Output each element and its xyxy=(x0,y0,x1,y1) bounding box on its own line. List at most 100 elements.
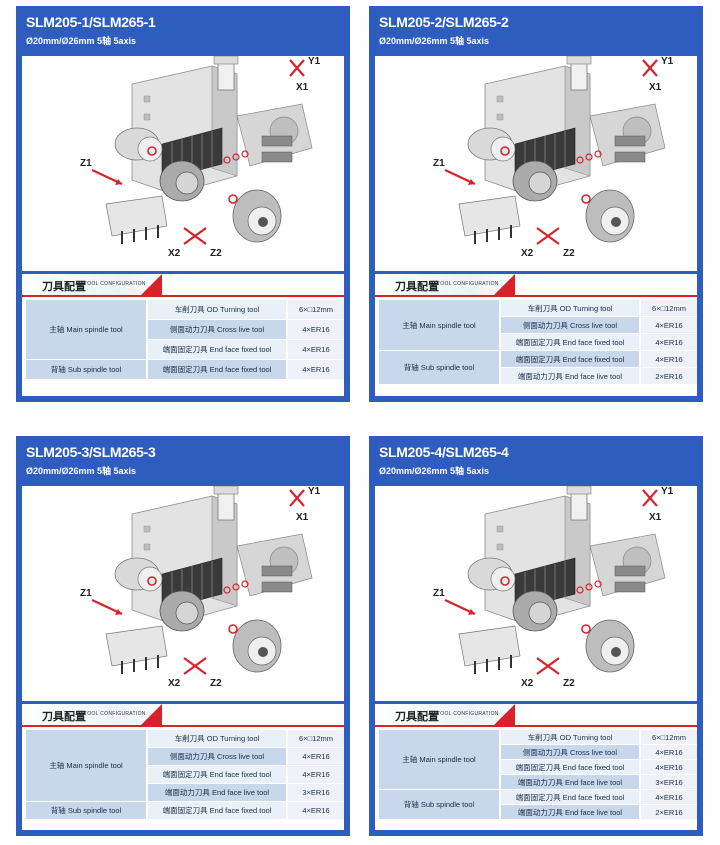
z1-axis-label: Z1 xyxy=(80,158,92,169)
y1-axis-label: Y1 xyxy=(661,486,674,497)
tool-name-cell: 车削刀具 OD Turning tool xyxy=(501,300,639,316)
y1-axis-label: Y1 xyxy=(308,56,321,67)
config-header-cn: 刀具配置 xyxy=(42,711,86,723)
tool-spec-cell: 4×ER16 xyxy=(288,802,344,819)
tool-name-cell: 端面固定刀具 End face fixed tool xyxy=(148,766,286,783)
config-header-en: TOOL CONFIGURATION xyxy=(84,711,146,717)
card-subtitle: Ø20mm/Ø26mm 5轴 5axis xyxy=(26,36,137,46)
card-title: SLM205-2/SLM265-2 xyxy=(379,14,509,30)
x2-axis-label: X2 xyxy=(168,248,181,259)
tool-name-cell: 车削刀具 OD Turning tool xyxy=(501,730,639,744)
tool-name-cell: 端面动力刀具 End face live tool xyxy=(148,784,286,801)
tool-spec-cell: 4×ER16 xyxy=(288,320,344,339)
config-header-cn: 刀具配置 xyxy=(395,711,439,723)
machine-illustration: Y1 X1 Z1 X2 Z2 xyxy=(375,486,697,701)
tool-spec-cell: 4×ER16 xyxy=(641,317,697,333)
tool-spec-cell: 3×ER16 xyxy=(641,775,697,789)
tool-name-cell: 端面固定刀具 End face fixed tool xyxy=(501,334,639,350)
config-header-cn: 刀具配置 xyxy=(42,281,86,293)
z1-axis-label: Z1 xyxy=(80,588,92,599)
tool-name-cell: 车削刀具 OD Turning tool xyxy=(148,300,286,319)
main-spindle-group: 主轴 Main spindle tool xyxy=(379,300,499,350)
config-header-rule xyxy=(375,725,697,727)
x2-axis-label: X2 xyxy=(521,248,534,259)
x1-axis-label: X1 xyxy=(296,512,309,523)
machine-illustration: Y1 X1 Z1 X2 Z2 xyxy=(22,486,344,701)
config-header-rule xyxy=(375,295,697,297)
z2-axis-label: Z2 xyxy=(210,248,222,259)
tool-spec-cell: 4×ER16 xyxy=(288,748,344,765)
config-header-accent xyxy=(493,274,515,296)
tool-name-cell: 端面固定刀具 End face fixed tool xyxy=(148,802,286,819)
sub-spindle-group: 背轴 Sub spindle tool xyxy=(379,790,499,819)
card-title: SLM205-4/SLM265-4 xyxy=(379,444,509,460)
tool-name-cell: 端面固定刀具 End face fixed tool xyxy=(501,760,639,774)
card-title: SLM205-1/SLM265-1 xyxy=(26,14,156,30)
main-spindle-group: 主轴 Main spindle tool xyxy=(379,730,499,789)
sub-spindle-group: 背轴 Sub spindle tool xyxy=(26,360,146,379)
tool-spec-cell: 4×ER16 xyxy=(641,334,697,350)
tool-spec-cell: 6×□12mm xyxy=(288,730,344,747)
tool-spec-cell: 4×ER16 xyxy=(641,351,697,367)
config-header-accent xyxy=(140,704,162,726)
z1-axis-label: Z1 xyxy=(433,588,445,599)
tool-spec-cell: 4×ER16 xyxy=(641,760,697,774)
z2-axis-label: Z2 xyxy=(563,678,575,689)
tool-spec-cell: 6×□12mm xyxy=(641,300,697,316)
card-title: SLM205-3/SLM265-3 xyxy=(26,444,156,460)
x1-axis-label: X1 xyxy=(296,82,309,93)
tool-name-cell: 端面固定刀具 End face fixed tool xyxy=(148,360,286,379)
x1-axis-label: X1 xyxy=(649,82,662,93)
tool-name-cell: 端面固定刀具 End face fixed tool xyxy=(501,351,639,367)
tool-name-cell: 侧面动力刀具 Cross live tool xyxy=(148,320,286,339)
sub-spindle-group: 背轴 Sub spindle tool xyxy=(26,802,146,819)
tool-name-cell: 端面固定刀具 End face fixed tool xyxy=(501,790,639,804)
x2-axis-label: X2 xyxy=(521,678,534,689)
sub-spindle-group: 背轴 Sub spindle tool xyxy=(379,351,499,384)
tool-spec-cell: 3×ER16 xyxy=(288,784,344,801)
tool-name-cell: 端面动力刀具 End face live tool xyxy=(501,775,639,789)
z2-axis-label: Z2 xyxy=(563,248,575,259)
main-spindle-group: 主轴 Main spindle tool xyxy=(26,300,146,359)
tool-spec-cell: 2×ER16 xyxy=(641,805,697,819)
config-header-rule xyxy=(22,725,344,727)
config-header-accent xyxy=(140,274,162,296)
y1-axis-label: Y1 xyxy=(661,56,674,67)
z1-axis-label: Z1 xyxy=(433,158,445,169)
card-subtitle: Ø20mm/Ø26mm 5轴 5axis xyxy=(26,466,137,476)
tool-spec-cell: 6×□12mm xyxy=(288,300,344,319)
tool-name-cell: 端面固定刀具 End face fixed tool xyxy=(148,340,286,359)
tool-name-cell: 侧面动力刀具 Cross live tool xyxy=(501,745,639,759)
tool-name-cell: 侧面动力刀具 Cross live tool xyxy=(501,317,639,333)
tool-name-cell: 端面动力刀具 End face live tool xyxy=(501,805,639,819)
x2-axis-label: X2 xyxy=(168,678,181,689)
machine-illustration: Y1 X1 Z1 X2 Z2 xyxy=(375,56,697,271)
tool-spec-cell: 2×ER16 xyxy=(641,368,697,384)
tool-name-cell: 侧面动力刀具 Cross live tool xyxy=(148,748,286,765)
tool-spec-cell: 6×□12mm xyxy=(641,730,697,744)
x1-axis-label: X1 xyxy=(649,512,662,523)
config-header-en: TOOL CONFIGURATION xyxy=(437,711,499,717)
card-subtitle: Ø20mm/Ø26mm 5轴 5axis xyxy=(379,466,490,476)
tool-spec-cell: 4×ER16 xyxy=(641,745,697,759)
z2-axis-label: Z2 xyxy=(210,678,222,689)
